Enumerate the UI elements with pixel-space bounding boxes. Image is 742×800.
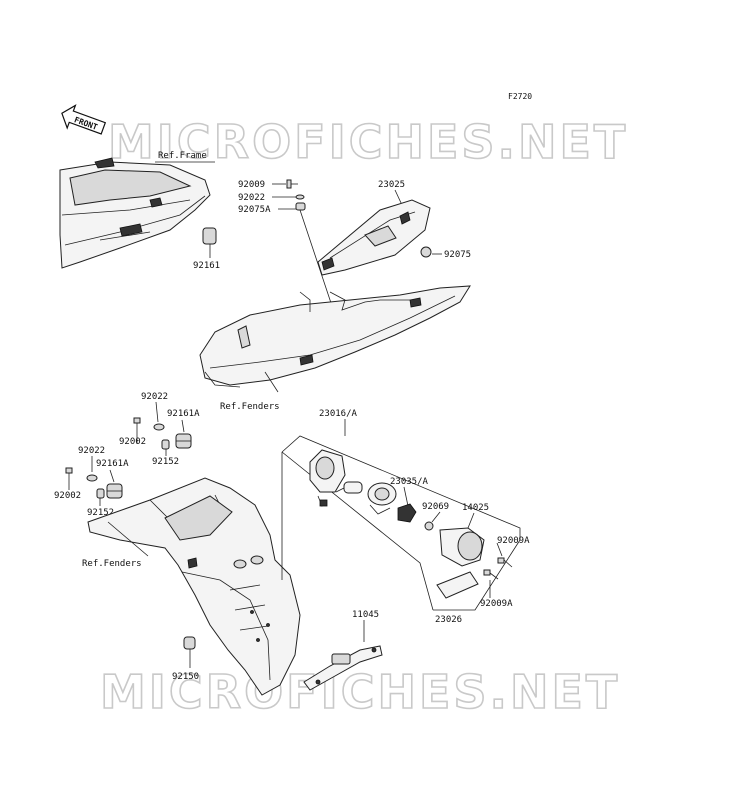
bolt-92002-b [65,467,73,490]
label-92075A: 92075A [238,205,271,215]
label-92022-top: 92022 [238,193,265,203]
label-92075: 92075 [444,250,471,260]
washer-92022-b [86,474,98,482]
grommet-92161 [202,227,217,258]
label-92069: 92069 [422,502,449,512]
screw-92009A-a [497,557,513,568]
label-92161A-a: 92161A [167,409,200,419]
label-92002-b: 92002 [54,491,81,501]
damper-92075A [295,202,306,211]
bulb-socket-part [335,481,363,494]
label-92152-b: 92152 [87,508,114,518]
screw-92009 [286,179,298,189]
screw-92069 [424,521,434,531]
label-23026: 23026 [435,615,462,625]
label-ref-fenders-top: Ref.Fenders [220,402,280,412]
collar-92152-a [161,439,170,450]
label-92002-a: 92002 [119,437,146,447]
washer-92022-top [295,194,305,200]
grommet-92161A-a [175,433,192,449]
grommet-92161A-b [106,483,123,499]
reflector-23026 [436,571,479,599]
label-ref-frame: Ref.Frame [158,151,207,161]
label-92161: 92161 [193,261,220,271]
frame-part [59,157,211,269]
label-92009A-b: 92009A [480,599,513,609]
washer-92022-a [153,423,165,431]
figure-code: F2720 [508,92,532,101]
front-arrow-icon: FRONT [61,104,107,135]
screw-92009A-b [483,569,499,580]
label-92022-b: 92022 [78,446,105,456]
license-bracket-11045 [303,645,383,691]
label-14025: 14025 [462,503,489,513]
lamp-housing-part [309,449,346,507]
watermark-bottom: MICROFICHES.NET [100,665,620,719]
label-92161A-b: 92161A [96,459,129,469]
collar-92152-b [96,488,105,499]
clip-part [397,503,417,523]
rear-fender-part [87,477,301,696]
damper-92075 [420,246,432,258]
label-92009A-a: 92009A [497,536,530,546]
label-23016: 23016/A [319,409,358,419]
label-92009-top: 92009 [238,180,265,190]
label-23035: 23035/A [390,477,429,487]
bolt-92002-a [133,417,141,444]
label-11045: 11045 [352,610,379,620]
cover-23025 [317,199,431,276]
label-92022-a: 92022 [141,392,168,402]
label-92152-a: 92152 [152,457,179,467]
label-ref-fenders-bottom: Ref.Fenders [82,559,142,569]
watermark-top: MICROFICHES.NET [108,115,628,169]
label-92150: 92150 [172,672,199,682]
lens-23035 [367,482,397,515]
grommet-92150 [183,636,196,668]
seat-cowl-part [199,285,471,388]
label-23025: 23025 [378,180,405,190]
cover-14025 [439,527,485,567]
